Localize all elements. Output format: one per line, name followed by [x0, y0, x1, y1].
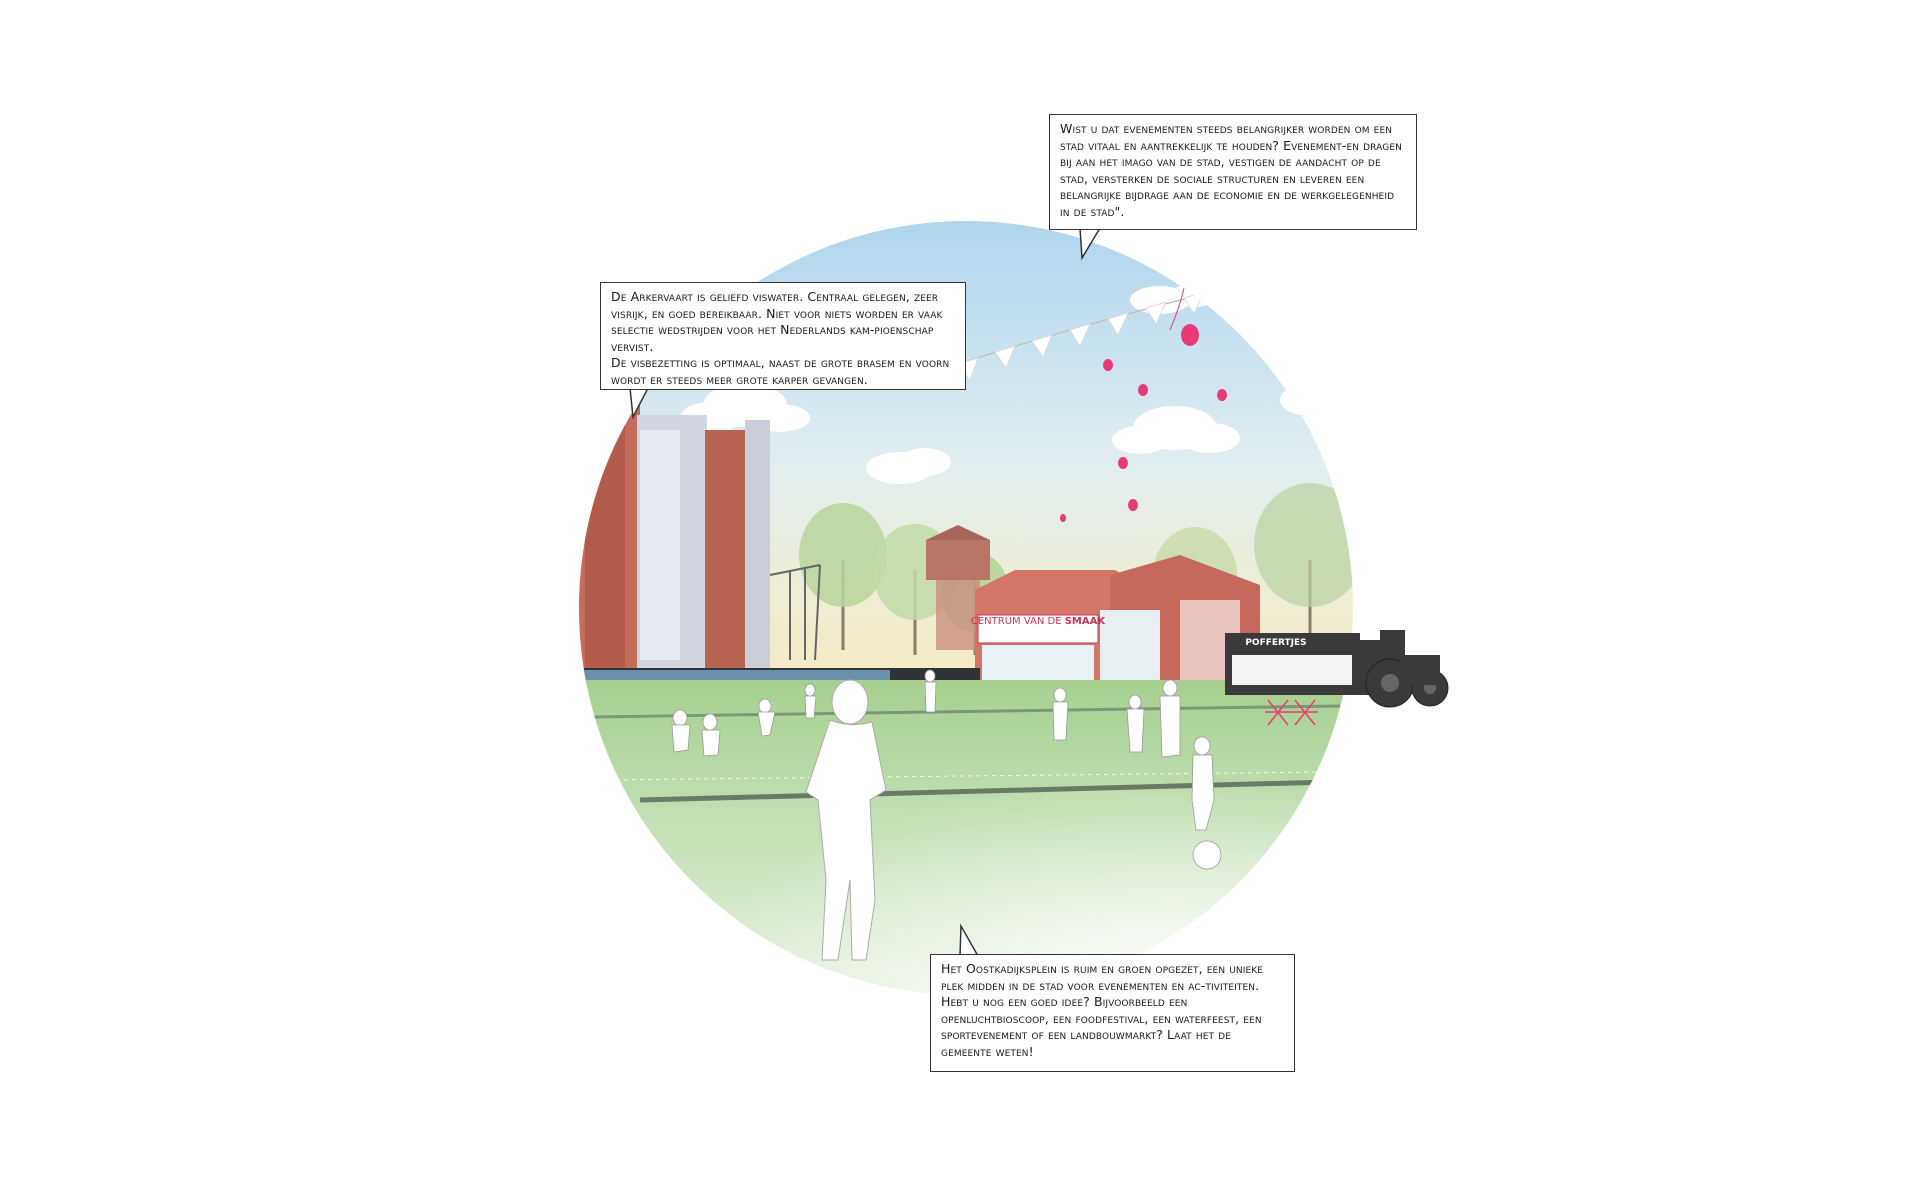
water-tower — [926, 525, 990, 650]
shop-building — [975, 555, 1260, 680]
people — [671, 669, 1222, 870]
events-text: Wist u dat evenementen steeds belangrijk… — [1060, 121, 1402, 219]
speech-bubble-plein: Het Oostkadijksplein is ruim en groen op… — [930, 954, 1295, 1072]
arkervaart-text: De Arkervaart is geliefd viswater. Centr… — [611, 289, 950, 387]
bubble-tails — [629, 227, 1102, 957]
truck-sign: POFFERTJES — [1245, 638, 1306, 648]
crane — [769, 564, 821, 661]
tall-building — [579, 395, 770, 670]
woman-silhouette — [805, 679, 887, 961]
food-truck — [1225, 630, 1449, 726]
speech-bubble-events: Wist u dat evenementen steeds belangrijk… — [1049, 114, 1417, 230]
shop-sign-brand: SMAAK — [1065, 616, 1107, 627]
shop-sign-prefix: CENTRUM VAN DE — [971, 616, 1065, 627]
plein-text: Het Oostkadijksplein is ruim en groen op… — [941, 961, 1264, 1059]
svg-text:CENTRUM VAN DE SMAAK: CENTRUM VAN DE SMAAK — [971, 616, 1107, 627]
water — [579, 670, 890, 680]
speech-bubble-arkervaart: De Arkervaart is geliefd viswater. Centr… — [600, 282, 966, 390]
clouds — [680, 283, 1340, 484]
